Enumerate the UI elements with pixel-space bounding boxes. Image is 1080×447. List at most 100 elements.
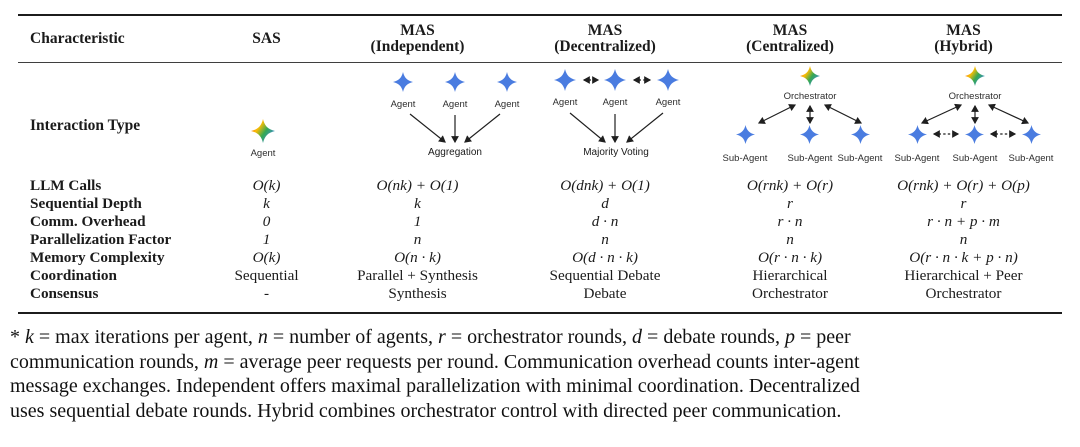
table-body: LLM Calls O(k) O(nk) + O(1) O(dnk) + O(1… — [18, 173, 1062, 312]
cell-independent: k — [414, 195, 421, 212]
sub-agent-label: Sub-Agent — [838, 153, 883, 164]
majority-voting-label: Majority Voting — [583, 147, 649, 158]
decentralized-interaction-diagram: Agent Agent Agent Majority Voting — [553, 69, 681, 158]
header-mas-independent: MAS(Independent) — [340, 21, 495, 56]
table-header-row: Characteristic SAS MAS(Independent) MAS(… — [18, 16, 1062, 63]
decentralized-diagram-cell: Agent Agent Agent Majority Voting — [495, 63, 715, 173]
agent-label: Agent — [603, 97, 628, 108]
agent-sparkle-icon — [554, 69, 576, 91]
sub-agent-label: Sub-Agent — [1009, 153, 1054, 164]
interaction-type-label: Interaction Type — [30, 117, 141, 134]
cell-independent: 1 — [413, 213, 422, 230]
sub-agent-sparkle-icon — [1022, 125, 1041, 144]
sub-agent-sparkle-icon — [736, 125, 755, 144]
agent-sparkle-icon — [445, 72, 465, 92]
cell-independent: O(nk) + O(1) — [376, 177, 459, 194]
agent-sparkle-icon — [657, 69, 679, 91]
orchestrator-label: Orchestrator — [949, 91, 1002, 102]
header-text: Characteristic — [30, 29, 125, 47]
row-label: Memory Complexity — [30, 249, 165, 266]
double-arrow-line — [757, 104, 797, 124]
row-label: LLM Calls — [30, 177, 102, 194]
arrow-line — [626, 112, 664, 143]
cell-hybrid: r — [960, 195, 967, 212]
double-arrow-line — [987, 103, 1030, 125]
footnote-line: * k = max iterations per agent, n = numb… — [10, 326, 851, 348]
agent-label: Agent — [391, 99, 416, 110]
cell-sas: k — [263, 195, 270, 212]
cell-hybrid: O(rnk) + O(r) + O(p) — [897, 177, 1030, 194]
cell-hybrid: Hierarchical + Peer — [904, 267, 1023, 284]
footnote-line: communication rounds, m = average peer r… — [10, 350, 860, 373]
comparison-table: Characteristic SAS MAS(Independent) MAS(… — [18, 14, 1062, 314]
footnote: * k = max iterations per agent, n = numb… — [10, 325, 1066, 423]
sub-agent-label: Sub-Agent — [953, 153, 998, 164]
arrow-line — [409, 113, 446, 143]
table-row-llm-calls: LLM Calls O(k) O(nk) + O(1) O(dnk) + O(1… — [18, 177, 1062, 195]
cell-sas: 0 — [262, 213, 271, 230]
orchestrator-label: Orchestrator — [784, 91, 837, 102]
cell-independent: Parallel + Synthesis — [357, 267, 478, 284]
agent-label: Agent — [443, 99, 468, 110]
cell-decentralized: Sequential Debate — [549, 267, 661, 284]
cell-decentralized: Debate — [583, 285, 627, 302]
cell-sas: Sequential — [234, 267, 299, 284]
independent-interaction-diagram: Agent Agent Agent Aggregation — [391, 72, 520, 158]
row-label: Parallelization Factor — [30, 231, 172, 248]
hybrid-diagram-cell: Orchestrator Sub-Agent Sub-Agent Sub-Age… — [865, 63, 1062, 173]
header-mas-hybrid: MAS(Hybrid) — [865, 21, 1062, 56]
arrow-line — [569, 112, 606, 143]
sub-agent-sparkle-icon — [908, 125, 927, 144]
independent-diagram-cell: Agent Agent Agent Aggregation — [340, 63, 520, 173]
header-text: MAS — [946, 21, 981, 39]
table-row-memory-complexity: Memory Complexity O(k) O(n · k) O(d · n … — [18, 249, 1062, 267]
sub-agent-label: Sub-Agent — [723, 153, 768, 164]
cell-centralized: O(rnk) + O(r) — [746, 177, 834, 194]
cell-centralized: Hierarchical — [752, 267, 828, 284]
cell-independent: O(n · k) — [394, 249, 441, 266]
cell-hybrid: O(r · n · k + p · n) — [909, 249, 1018, 266]
cell-centralized: O(r · n · k) — [757, 249, 823, 266]
cell-sas: O(k) — [252, 177, 281, 194]
centralized-diagram-cell: Orchestrator Sub-Agent Sub-Agent Sub-Age… — [715, 63, 883, 173]
row-label: Sequential Depth — [30, 195, 142, 212]
orchestrator-sparkle-icon — [800, 66, 820, 86]
table-row-parallelization-factor: Parallelization Factor 1 n n n n — [18, 231, 1062, 249]
sub-agent-sparkle-icon — [965, 125, 984, 144]
agent-label: Agent — [251, 148, 276, 159]
row-label: Comm. Overhead — [30, 213, 146, 230]
agent-label: Agent — [495, 99, 520, 110]
orchestrator-sparkle-icon — [965, 66, 985, 86]
agent-sparkle-icon — [393, 72, 413, 92]
table-row-consensus: Consensus - Synthesis Debate Orchestrato… — [18, 285, 1062, 303]
agent-label: Agent — [656, 97, 681, 108]
cell-decentralized: O(dnk) + O(1) — [560, 177, 650, 194]
agent-label: Agent — [553, 97, 578, 108]
cell-hybrid: r · n + p · m — [927, 213, 1000, 230]
double-arrow-line — [823, 104, 863, 124]
header-text: MAS — [587, 21, 623, 39]
centralized-interaction-diagram: Orchestrator Sub-Agent Sub-Agent Sub-Age… — [723, 66, 883, 164]
agent-sparkle-icon — [604, 69, 626, 91]
arrow-line — [464, 113, 501, 143]
header-text: MAS — [772, 21, 808, 39]
aggregation-label: Aggregation — [428, 147, 482, 158]
header-text: MAS — [400, 21, 435, 39]
header-subtext: (Hybrid) — [934, 38, 993, 55]
interaction-type-row: Interaction Type Agent Agent Agent Agent… — [18, 63, 1062, 173]
table-row-coordination: Coordination Sequential Parallel + Synth… — [18, 267, 1062, 285]
header-mas-decentralized: MAS(Decentralized) — [495, 21, 715, 56]
double-arrow-line — [920, 103, 963, 125]
agent-sparkle-icon — [251, 119, 275, 143]
cell-decentralized: n — [601, 231, 609, 248]
sub-agent-label: Sub-Agent — [895, 153, 940, 164]
header-sas: SAS — [193, 30, 340, 48]
sub-agent-sparkle-icon — [800, 125, 819, 144]
footnote-line: uses sequential debate rounds. Hybrid co… — [10, 399, 842, 422]
header-subtext: (Centralized) — [746, 38, 834, 55]
cell-hybrid: n — [959, 231, 968, 248]
cell-independent: n — [413, 231, 422, 248]
header-subtext: (Decentralized) — [554, 38, 656, 55]
row-label: Coordination — [30, 267, 117, 284]
cell-decentralized: d — [601, 195, 609, 212]
